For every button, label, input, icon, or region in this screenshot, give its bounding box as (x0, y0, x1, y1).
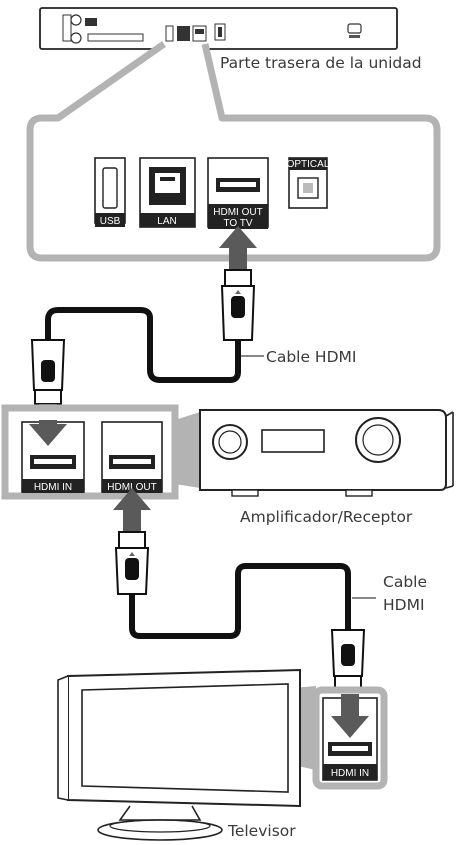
player-hdmi-out-port: HDMI OUT TO TV (207, 157, 269, 229)
hdmi-cable-bottom (129, 563, 351, 639)
hdmi-out-label-line2: TO TV (223, 218, 252, 229)
usb-port: USB (94, 157, 126, 227)
cable-top-label: Cable HDMI (266, 348, 356, 366)
amp-hdmi-out-label: HDMI OUT (107, 482, 156, 493)
hdmi-plug-bottom-upper (114, 531, 150, 595)
hdmi-plug-top-upper (220, 269, 256, 341)
amplifier-body (199, 409, 454, 497)
player-rear-panel (39, 7, 398, 50)
optical-port: OPTICAL (287, 157, 330, 209)
cable-bottom-label-line2: HDMI (383, 596, 425, 614)
television (57, 668, 301, 841)
arrow-down-to-tv-in (331, 694, 369, 738)
arrow-up-to-amp-out (113, 488, 151, 532)
amp-hdmi-out-port: HDMI OUT (101, 421, 163, 493)
arrow-up-to-player (219, 226, 257, 270)
hdmi-plug-bottom-lower (330, 629, 366, 691)
hdmi-plug-top-lower (30, 339, 66, 405)
tv-hdmi-in-label: HDMI IN (331, 768, 369, 779)
hdmi-out-label-line1: HDMI OUT (213, 207, 262, 218)
usb-label: USB (100, 216, 121, 227)
amp-hdmi-in-label: HDMI IN (34, 482, 72, 493)
amplifier-label: Amplificador/Receptor (240, 508, 413, 526)
optical-label: OPTICAL (287, 159, 330, 170)
lan-label: LAN (157, 216, 176, 227)
arrow-down-tip (29, 420, 67, 446)
hdmi-cable-top (45, 307, 241, 383)
lan-port: LAN (139, 157, 196, 228)
cable-bottom-label-line1: Cable (383, 573, 427, 591)
tv-label: Televisor (227, 822, 296, 840)
unit-rear-label: Parte trasera de la unidad (220, 54, 422, 72)
